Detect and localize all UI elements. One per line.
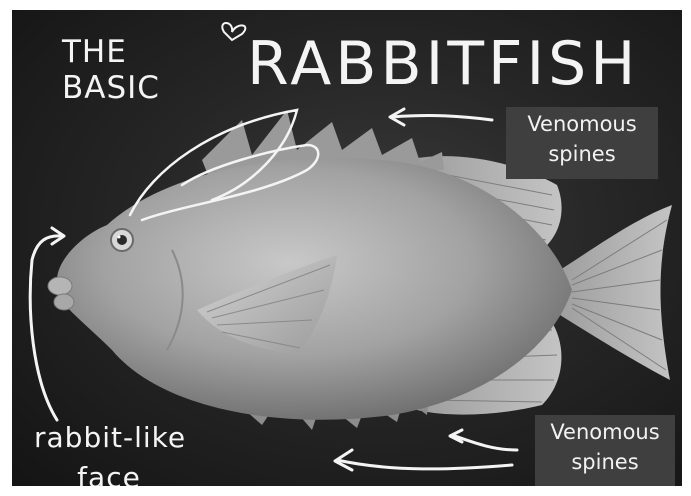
face-label-line-1: rabbit-like [34,418,184,458]
venomous-spines-label-bottom: Venomous spines [535,415,675,486]
bow-doodle [222,23,245,40]
arrow-to-bottom-spines-2 [450,430,517,450]
fish-mouth [48,277,72,295]
label-top-line-1: Venomous [506,109,658,139]
title-line-1: THE [62,34,160,70]
arrow-to-bottom-spines-1 [335,450,512,470]
venomous-spines-label-top: Venomous spines [506,107,658,179]
face-label-line-2: face [34,458,184,486]
title-prefix: THE BASIC [62,34,160,106]
arrow-to-top-spines [390,109,492,125]
label-top-line-2: spines [506,139,658,169]
label-bottom-line-2: spines [535,447,675,477]
title-line-2: BASIC [62,70,160,106]
label-bottom-line-1: Venomous [535,417,675,447]
rabbit-like-face-label: rabbit-like face [34,418,184,486]
title-main: RABBITFISH [247,34,639,94]
arrow-to-face [30,228,64,420]
chalkboard-illustration: THE BASIC RABBITFISH Venomous spines Ven… [12,10,682,486]
